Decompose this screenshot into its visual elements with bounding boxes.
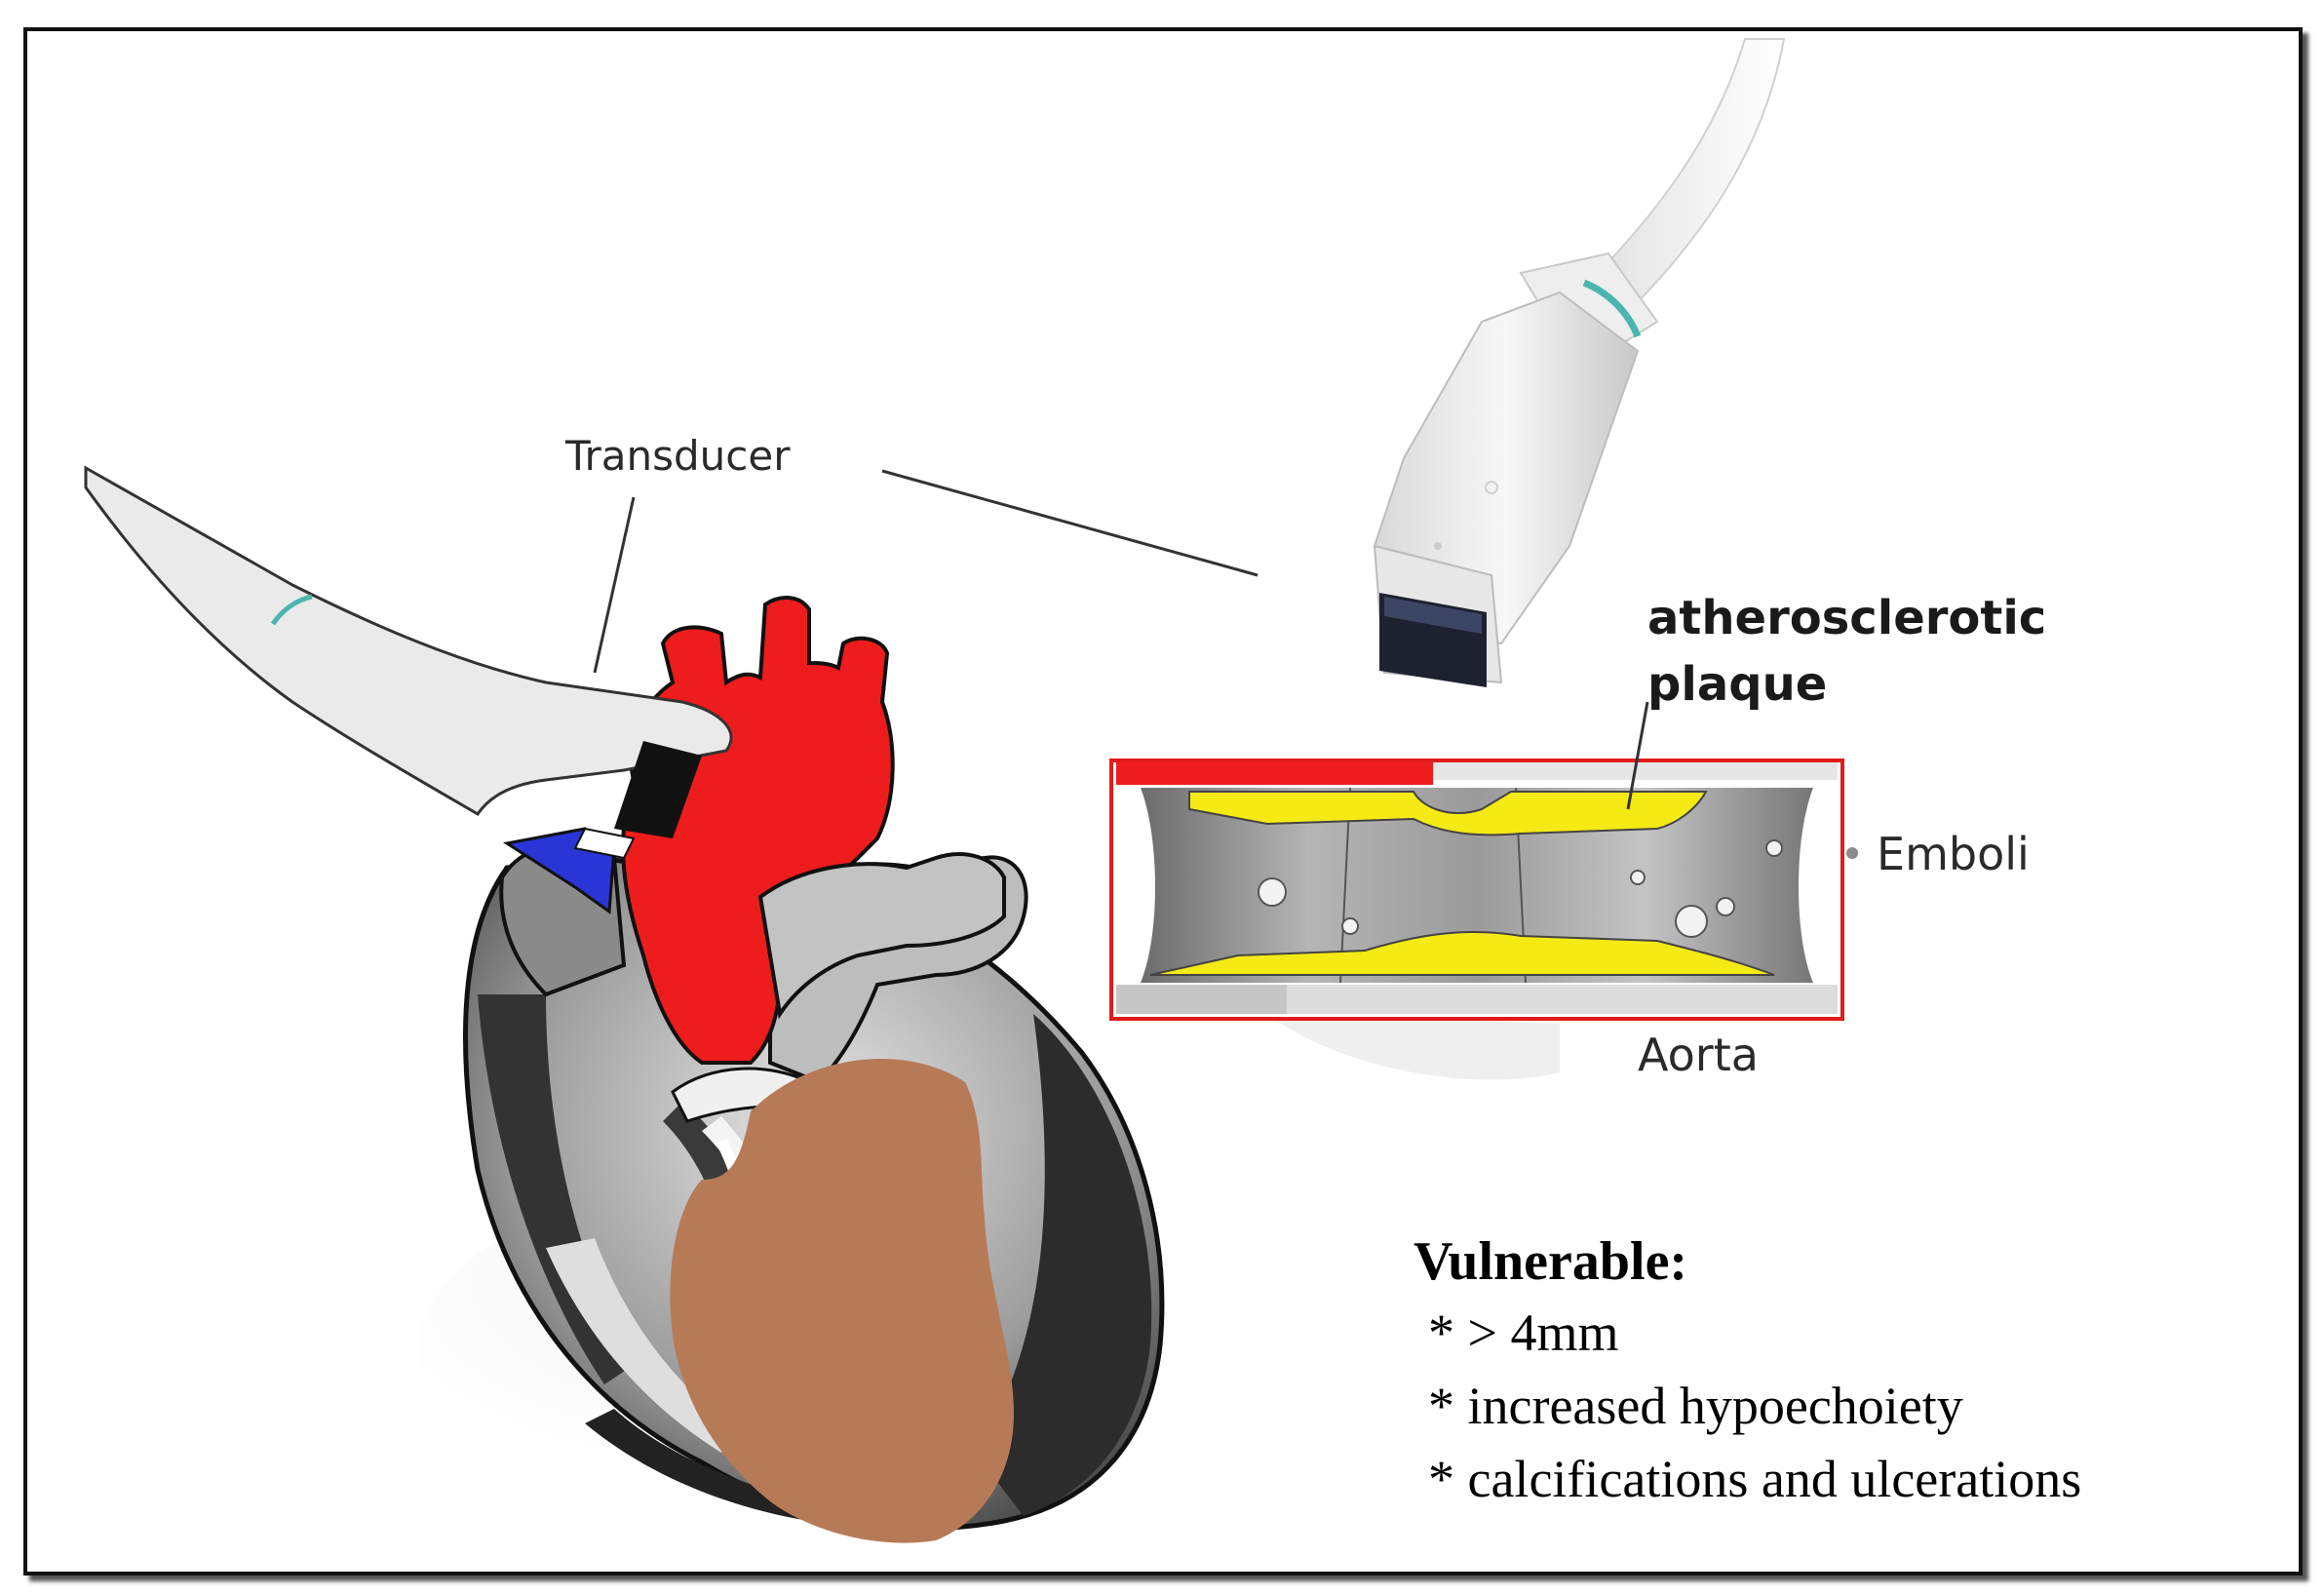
emboli-dot: [1846, 847, 1858, 859]
aorta-label: Aorta: [1638, 1029, 1759, 1081]
plaque-bottom: [1149, 931, 1775, 976]
vulnerable-item-3: * calcifications and ulcerations: [1428, 1450, 2081, 1508]
plaque-top: [1188, 791, 1708, 836]
heart-illustration: [84, 465, 1165, 1543]
transducer-on-heart: [84, 465, 733, 817]
plaque-label-line2: plaque: [1647, 657, 1827, 712]
vulnerable-title: Vulnerable:: [1414, 1231, 1687, 1292]
transducer-label: Transducer: [564, 432, 791, 480]
ventricle-region: [670, 1059, 1014, 1543]
transducer-leader-line: [881, 469, 1259, 577]
aorta-cross-section: [1109, 759, 1844, 1080]
plaque-leader-line: [1626, 701, 1649, 810]
ultrasound-probe-icon: [1373, 38, 1786, 687]
plaque-label-line1: atherosclerotic: [1647, 591, 2046, 645]
vulnerable-item-2: * increased hypoechoiety: [1428, 1377, 1963, 1435]
transducer-leader-line-2: [593, 496, 636, 674]
emboli-label: Emboli: [1877, 828, 2030, 880]
vulnerable-item-1: * > 4mm: [1428, 1303, 1618, 1362]
